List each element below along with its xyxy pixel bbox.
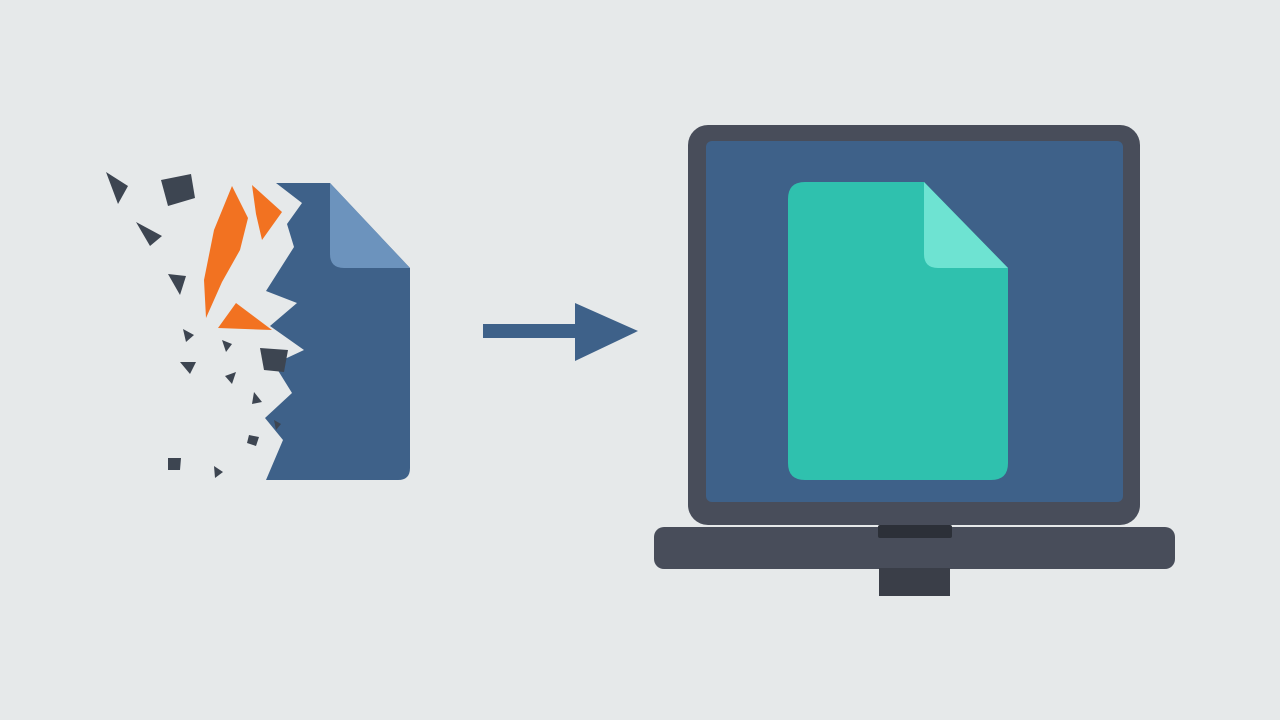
dark-fragment	[247, 435, 259, 446]
dark-fragments	[106, 172, 288, 478]
orange-shard	[252, 185, 282, 240]
laptop-hinge	[878, 525, 952, 538]
dark-fragment	[161, 174, 195, 206]
dark-fragment	[168, 458, 181, 470]
dark-fragment	[180, 362, 196, 374]
dark-fragment	[214, 466, 223, 478]
dark-fragment	[168, 274, 186, 295]
dark-fragment	[252, 392, 262, 404]
laptop-stand	[879, 568, 950, 596]
dark-fragment	[260, 348, 288, 372]
dark-fragment	[225, 372, 236, 384]
restored-file-fold	[924, 182, 1008, 268]
arrow-shaft	[483, 324, 583, 338]
broken-file-icon	[265, 183, 410, 480]
orange-shard	[204, 186, 248, 318]
file-icon	[788, 182, 1008, 480]
dark-fragment	[136, 222, 162, 246]
broken-file-fold	[330, 183, 410, 268]
orange-shards	[204, 185, 282, 330]
dark-fragment	[183, 329, 194, 342]
laptop-base	[654, 527, 1175, 569]
dark-fragment	[274, 420, 281, 430]
dark-fragment	[222, 340, 232, 352]
arrow-right-icon	[483, 303, 638, 361]
arrow-head	[575, 303, 638, 361]
orange-shard	[218, 303, 272, 330]
dark-fragment	[106, 172, 128, 204]
